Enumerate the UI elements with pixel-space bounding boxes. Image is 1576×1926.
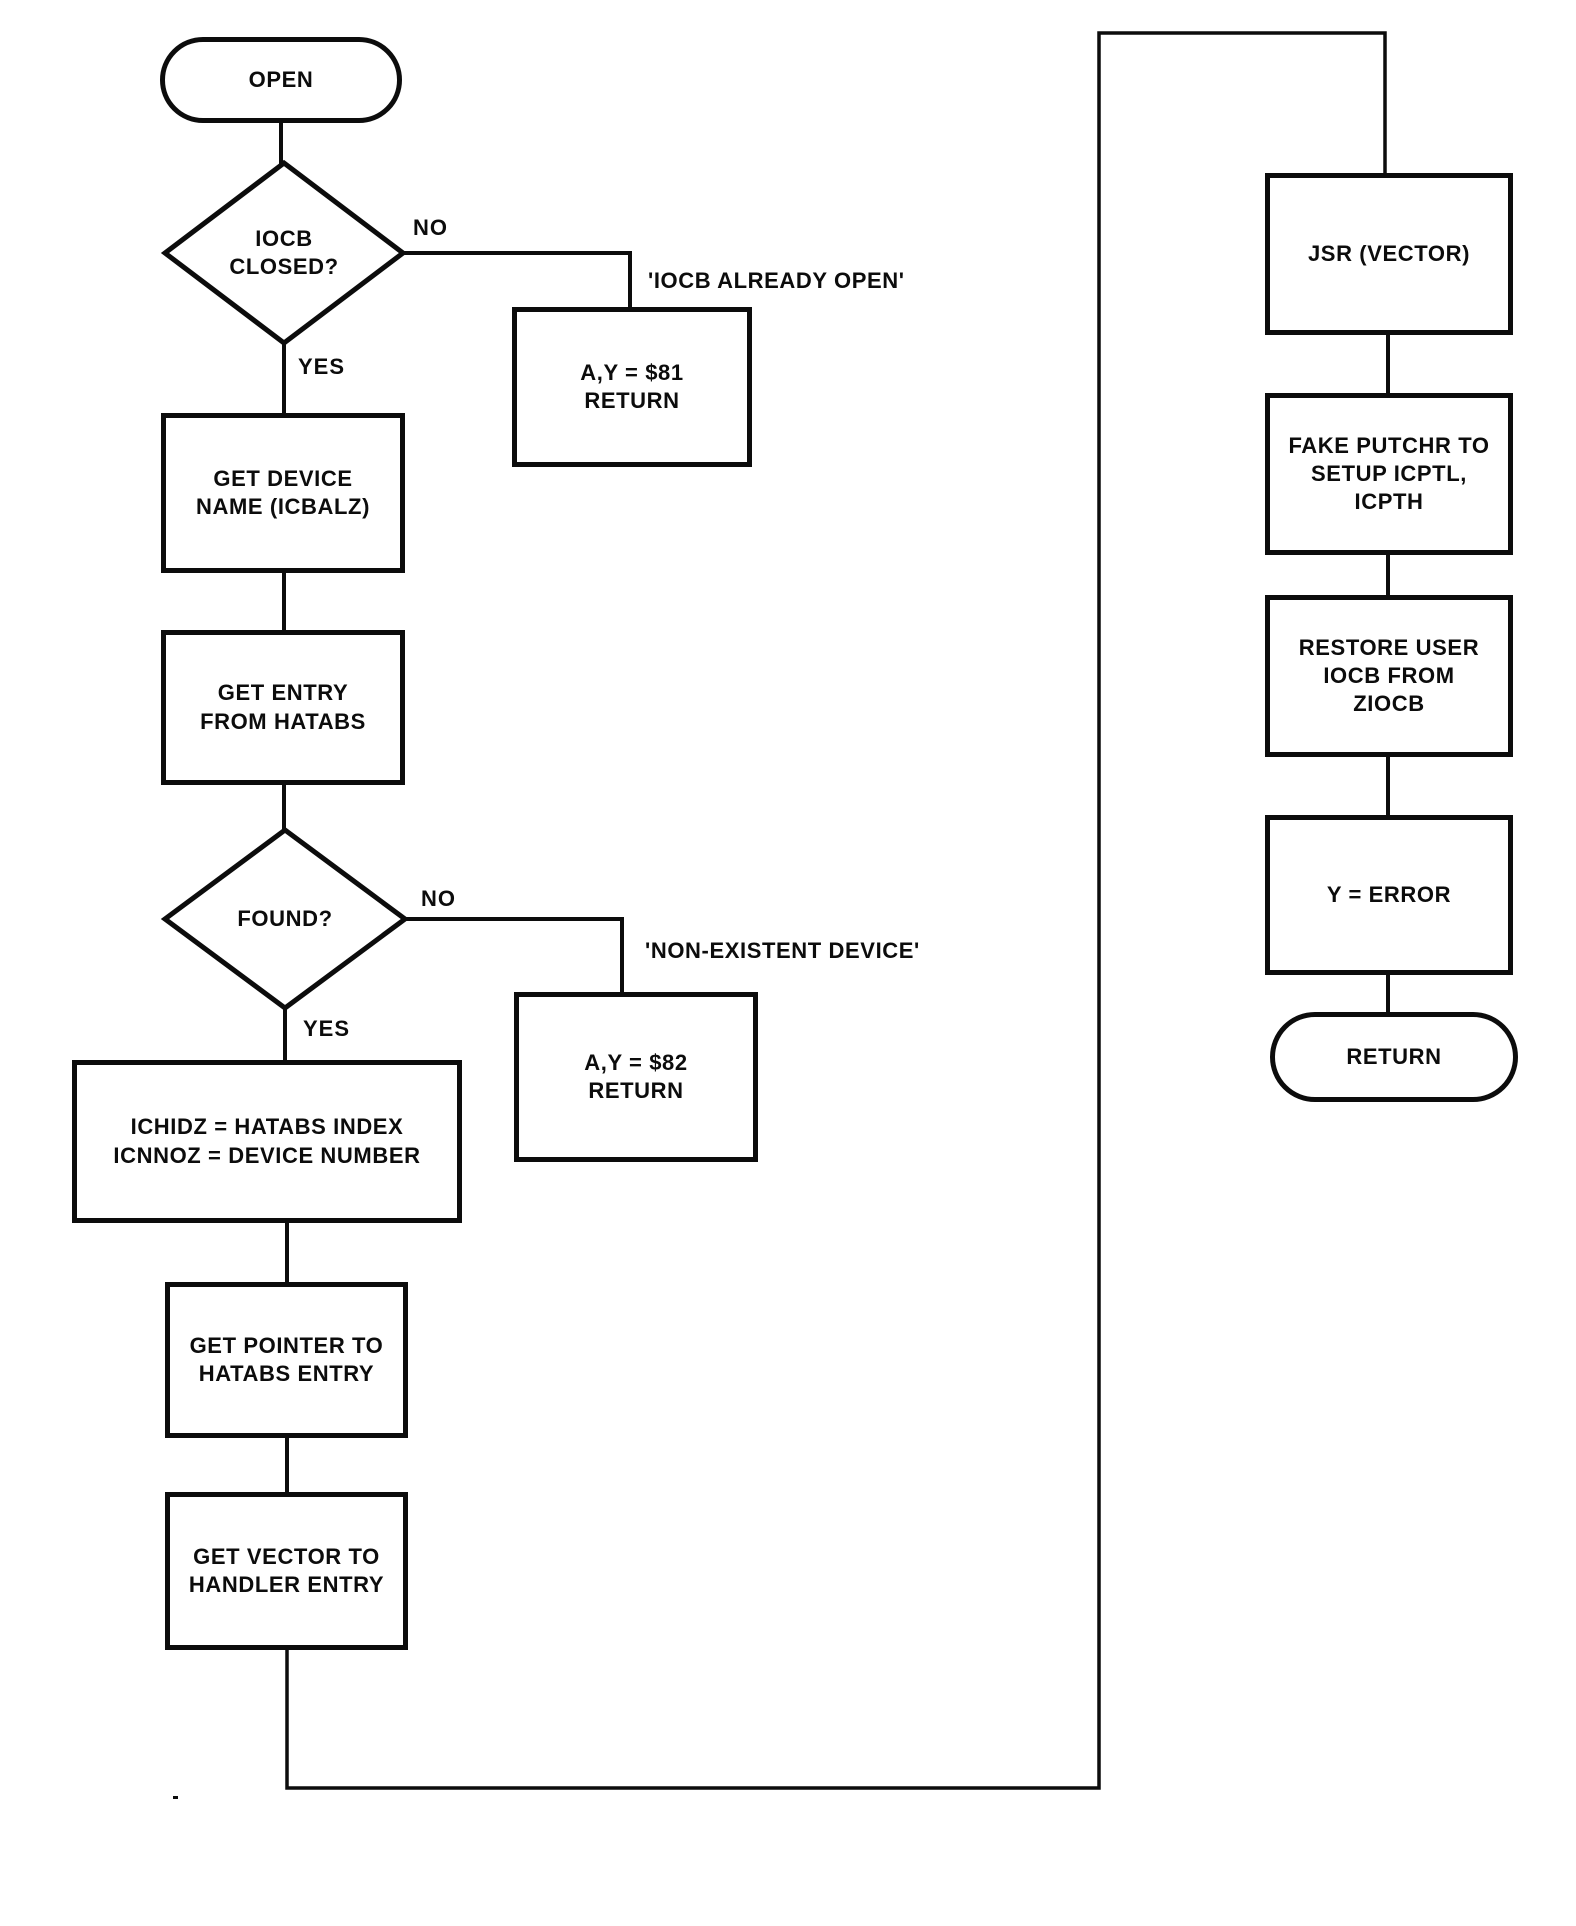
process-restore-iocb-label: RESTORE USER IOCB FROM ZIOCB: [1298, 634, 1480, 717]
edge-found-no: [405, 917, 624, 994]
edge-label-found-yes: YES: [303, 1016, 351, 1041]
annotation-non-existent-device: 'NON-EXISTENT DEVICE': [645, 938, 920, 963]
process-jsr-vector: JSR (VECTOR): [1265, 173, 1513, 335]
process-ichidz: ICHIDZ = HATABS INDEX ICNNOZ = DEVICE NU…: [72, 1060, 462, 1223]
edge-label-found-no: NO: [421, 886, 456, 911]
process-y-error: Y = ERROR: [1265, 815, 1513, 975]
process-get-device-name: GET DEVICE NAME (ICBALZ): [161, 413, 405, 573]
terminator-return-label: RETURN: [1346, 1043, 1442, 1069]
terminator-open: OPEN: [160, 37, 402, 123]
process-return-81: A,Y = $81 RETURN: [512, 307, 752, 467]
process-return-82-label: A,Y = $82 RETURN: [584, 1049, 688, 1103]
process-return-81-label: A,Y = $81 RETURN: [580, 359, 684, 413]
process-fake-putchr-label: FAKE PUTCHR TO SETUP ICPTL, ICPTH: [1288, 432, 1490, 515]
edge-label-iocb-closed-yes: YES: [298, 354, 346, 379]
process-fake-putchr: FAKE PUTCHR TO SETUP ICPTL, ICPTH: [1265, 393, 1513, 555]
process-get-device-name-label: GET DEVICE NAME (ICBALZ): [196, 465, 370, 519]
process-get-pointer-label: GET POINTER TO HATABS ENTRY: [189, 1332, 384, 1386]
stray-dot: [173, 1796, 178, 1799]
annotation-iocb-already-open: 'IOCB ALREADY OPEN': [648, 268, 905, 293]
decision-iocb-closed-shape: [160, 159, 408, 347]
process-jsr-vector-label: JSR (VECTOR): [1307, 240, 1471, 266]
terminator-return: RETURN: [1270, 1012, 1518, 1102]
terminator-open-label: OPEN: [248, 66, 314, 92]
edge-iocb-closed-no: [403, 251, 632, 310]
process-get-vector: GET VECTOR TO HANDLER ENTRY: [165, 1492, 408, 1650]
process-restore-iocb: RESTORE USER IOCB FROM ZIOCB: [1265, 595, 1513, 757]
process-y-error-label: Y = ERROR: [1326, 881, 1452, 907]
process-ichidz-label: ICHIDZ = HATABS INDEX ICNNOZ = DEVICE NU…: [113, 1114, 421, 1168]
process-return-82: A,Y = $82 RETURN: [514, 992, 758, 1162]
process-get-entry: GET ENTRY FROM HATABS: [161, 630, 405, 785]
process-get-entry-label: GET ENTRY FROM HATABS: [200, 680, 366, 734]
decision-found-shape: [160, 826, 410, 1012]
process-get-pointer: GET POINTER TO HATABS ENTRY: [165, 1282, 408, 1438]
edge-get-vector-to-jsr-loop: [285, 31, 1387, 1790]
edge-label-iocb-closed-no: NO: [413, 215, 448, 240]
process-get-vector-label: GET VECTOR TO HANDLER ENTRY: [188, 1543, 385, 1597]
